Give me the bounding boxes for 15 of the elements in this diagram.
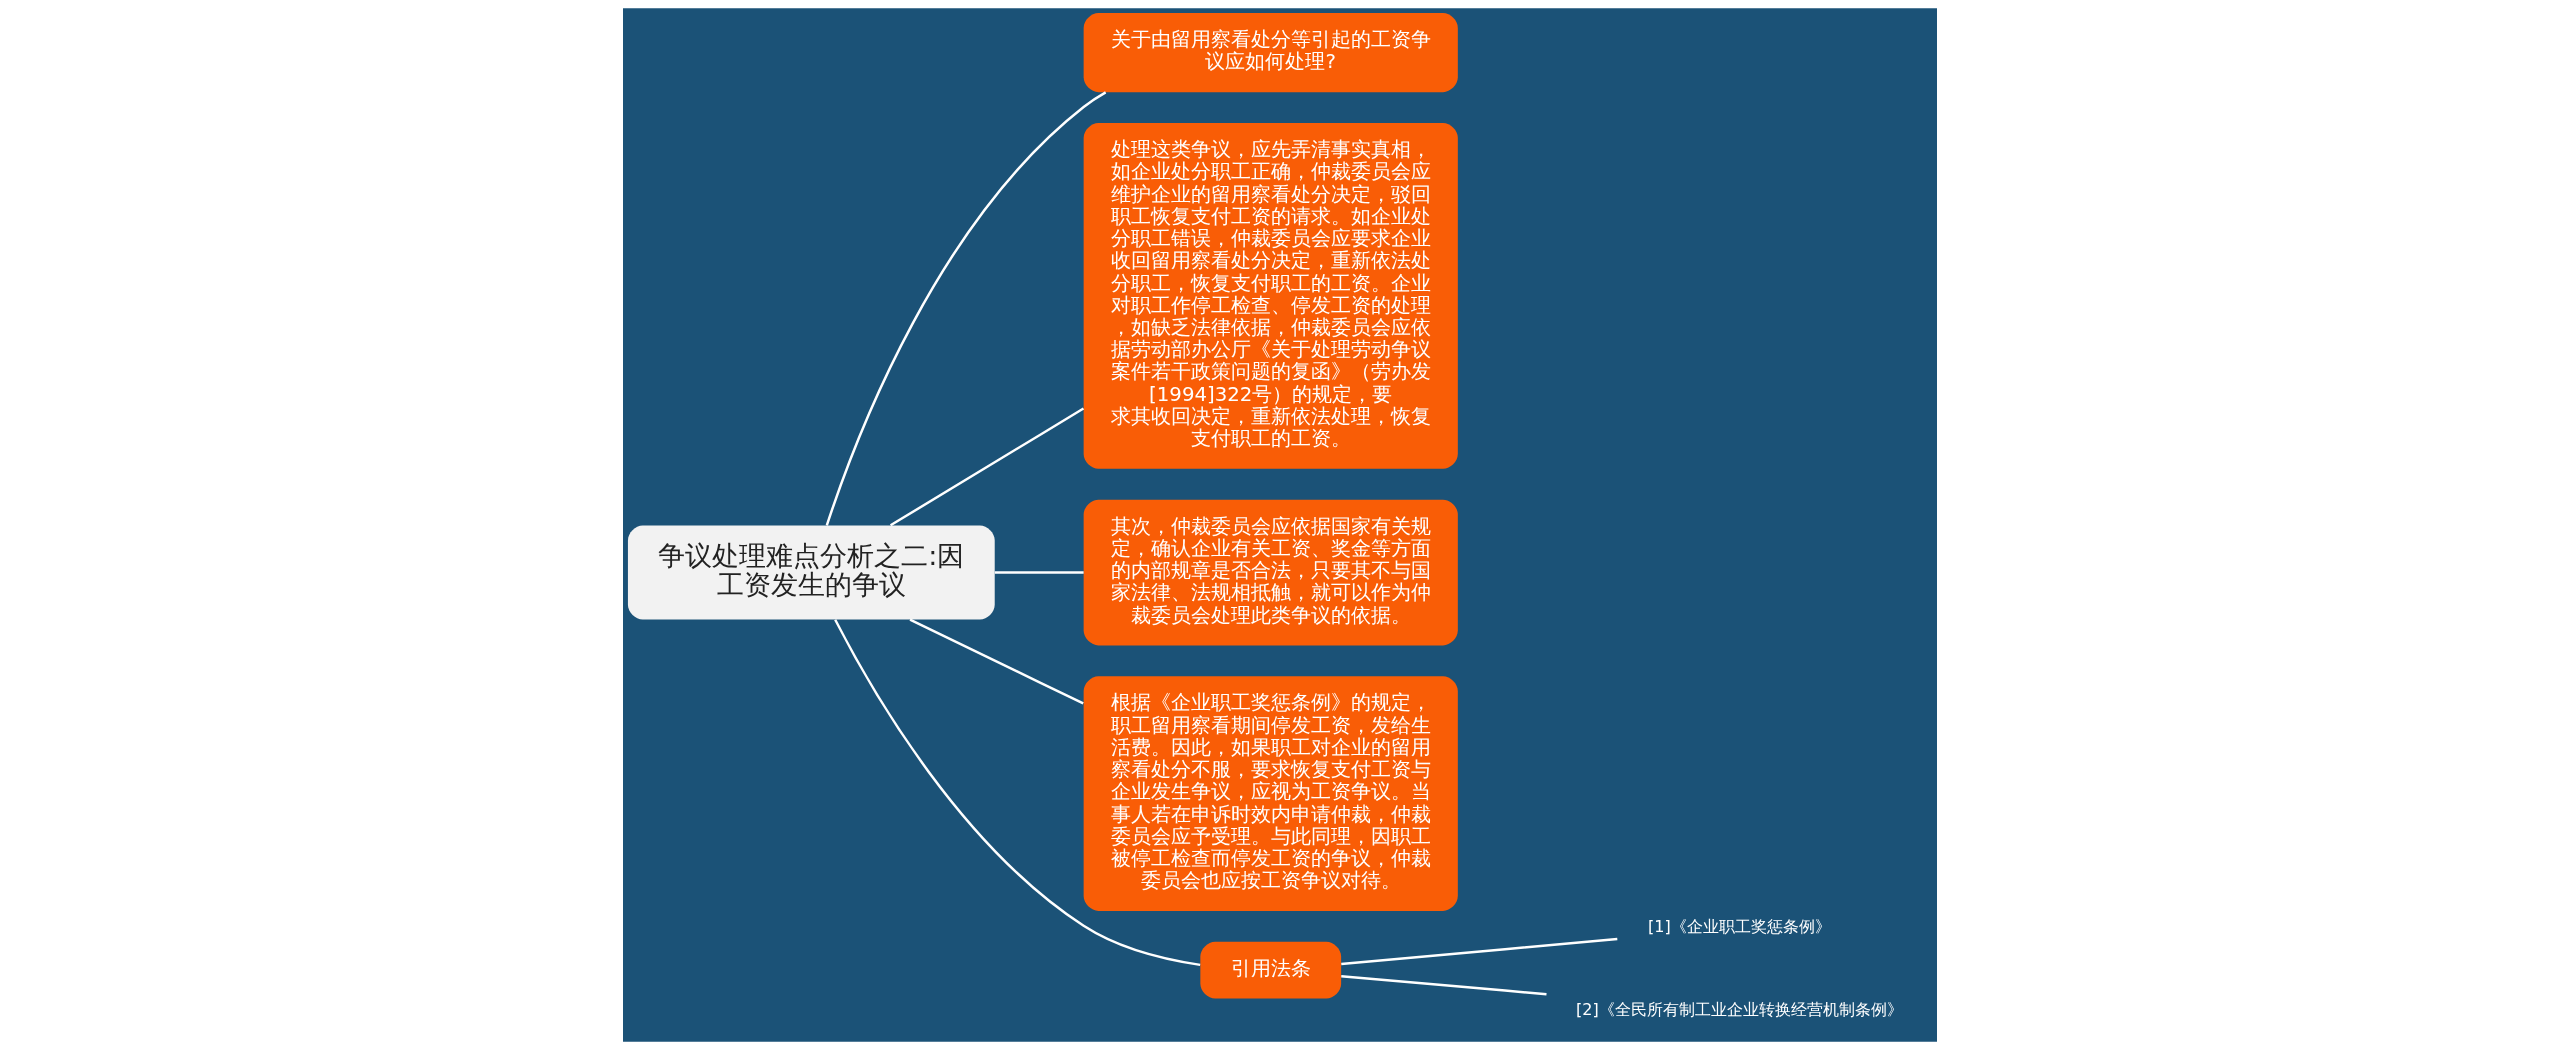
node-box: 关于由留用察看处分等引起的工资争议应如何处理? xyxy=(1083,13,1458,93)
node-text: [1]《企业职工奖惩条例》 xyxy=(1648,917,1831,937)
connector xyxy=(889,407,1085,527)
node-box: 争议处理难点分析之二:因工资发生的争议 xyxy=(627,525,995,620)
connector xyxy=(834,619,1201,967)
node-box: 处理这类争议，应先弄清事实真相，如企业处分职工正确，仲裁委员会应维护企业的留用察看处分决定，驳回职工恢复支付工资的请求。如企业处分职工错误，仲裁委员会应要求企业收回留用察看处分决定，重新依法处分职工，恢复支付职工的工资。企业对职工作停工检查、停发工资的处理，如缺乏法律依据，仲裁委员会应依据劳动部办公厅《关于处理劳动争议案件若干政策问题的复函》（劳办发[1994]322号）的规定，要求其收回决定，重新依法处理，恢复支付职工的工资。 xyxy=(1083,123,1458,469)
node-box: 根据《企业职工奖惩条例》的规定，职工留用察看期间停发工资，发给生活费。因此，如果职工对企业的留用察看处分不服，要求恢复支付工资与企业发生争议，应视为工资争议。当事人若在申诉时效内申请仲裁，仲裁委员会应予受理。与此同理，因职工被停工检查而停发工资的争议，仲裁委员会也应按工资争议对待。 xyxy=(1083,676,1458,911)
connector xyxy=(909,618,1084,705)
connector xyxy=(1341,975,1547,996)
connector xyxy=(994,571,1084,574)
node-box: 引用法条 xyxy=(1200,941,1342,999)
node-box: 其次，仲裁委员会应依据国家有关规定，确认企业有关工资、奖金等方面的内部规章是否合法，只要其不与国家法律、法规相抵触，就可以作为仲裁委员会处理此类争议的依据。 xyxy=(1083,499,1458,646)
node-text: [2]《全民所有制工业企业转换经营机制条例》 xyxy=(1576,1000,1903,1020)
connector xyxy=(825,91,1107,526)
connector xyxy=(1341,937,1618,966)
